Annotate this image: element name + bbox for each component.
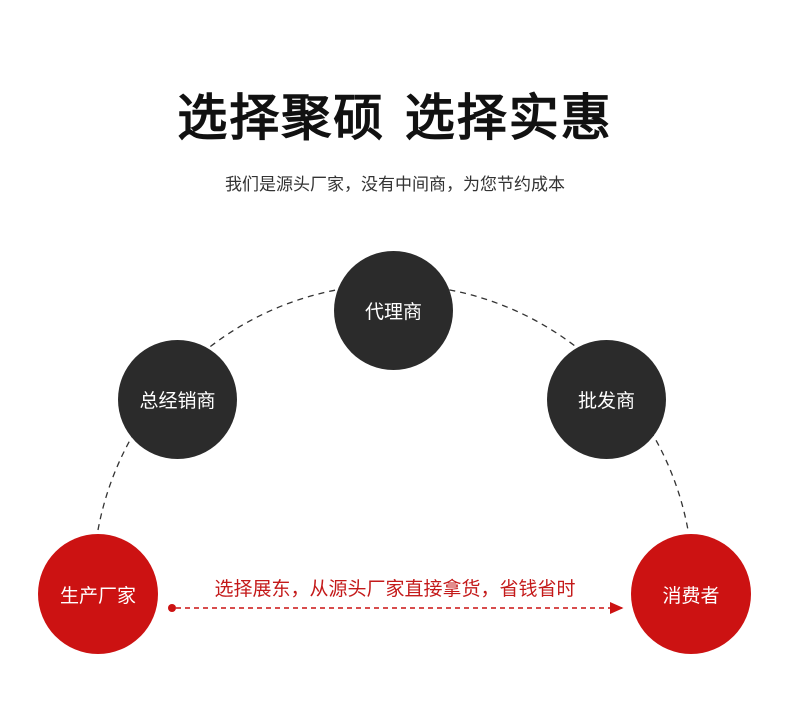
node-manufacturer: 生产厂家 bbox=[38, 534, 158, 654]
node-distributor-label: 总经销商 bbox=[139, 390, 216, 412]
page-title: 选择聚硕 选择实惠 bbox=[177, 89, 613, 147]
direct-route-start-dot bbox=[168, 604, 176, 612]
node-wholesaler-label: 批发商 bbox=[577, 390, 635, 412]
node-consumer-label: 消费者 bbox=[662, 584, 720, 607]
node-distributor: 总经销商 bbox=[118, 340, 237, 459]
page-subtitle: 我们是源头厂家，没有中间商，为您节约成本 bbox=[225, 175, 565, 195]
node-agent: 代理商 bbox=[334, 251, 453, 370]
node-wholesaler: 批发商 bbox=[547, 340, 666, 459]
node-manufacturer-label: 生产厂家 bbox=[59, 584, 136, 607]
node-consumer: 消费者 bbox=[631, 534, 751, 654]
node-agent-label: 代理商 bbox=[364, 301, 422, 323]
direct-route-label: 选择展东，从源头厂家直接拿货，省钱省时 bbox=[214, 578, 576, 600]
